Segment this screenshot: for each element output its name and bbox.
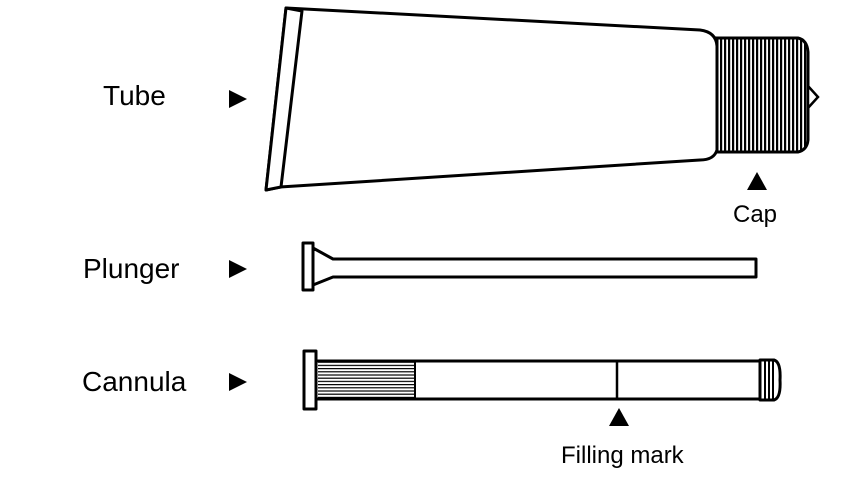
tube-body <box>264 6 719 192</box>
filling-mark-label: Filling mark <box>561 442 685 469</box>
tube-label: Tube <box>103 80 166 111</box>
cannula-pointer-icon <box>229 373 247 391</box>
cap <box>715 36 820 154</box>
cap-label: Cap <box>733 201 777 228</box>
plunger <box>301 241 758 292</box>
cannula-group: Cannula Filling mark <box>82 349 782 469</box>
tube-group: Tube Cap <box>103 6 820 228</box>
tube-pointer-icon <box>229 90 247 108</box>
plunger-pointer-icon <box>229 260 247 278</box>
filling-mark-pointer-icon <box>609 408 629 426</box>
cannula-label: Cannula <box>82 366 187 397</box>
plunger-label: Plunger <box>83 253 180 284</box>
cap-tip <box>806 82 820 112</box>
tube-crimp-end <box>264 6 304 192</box>
plunger-group: Plunger <box>83 241 758 292</box>
cap-pointer-icon <box>747 172 767 190</box>
cannula <box>302 349 782 411</box>
